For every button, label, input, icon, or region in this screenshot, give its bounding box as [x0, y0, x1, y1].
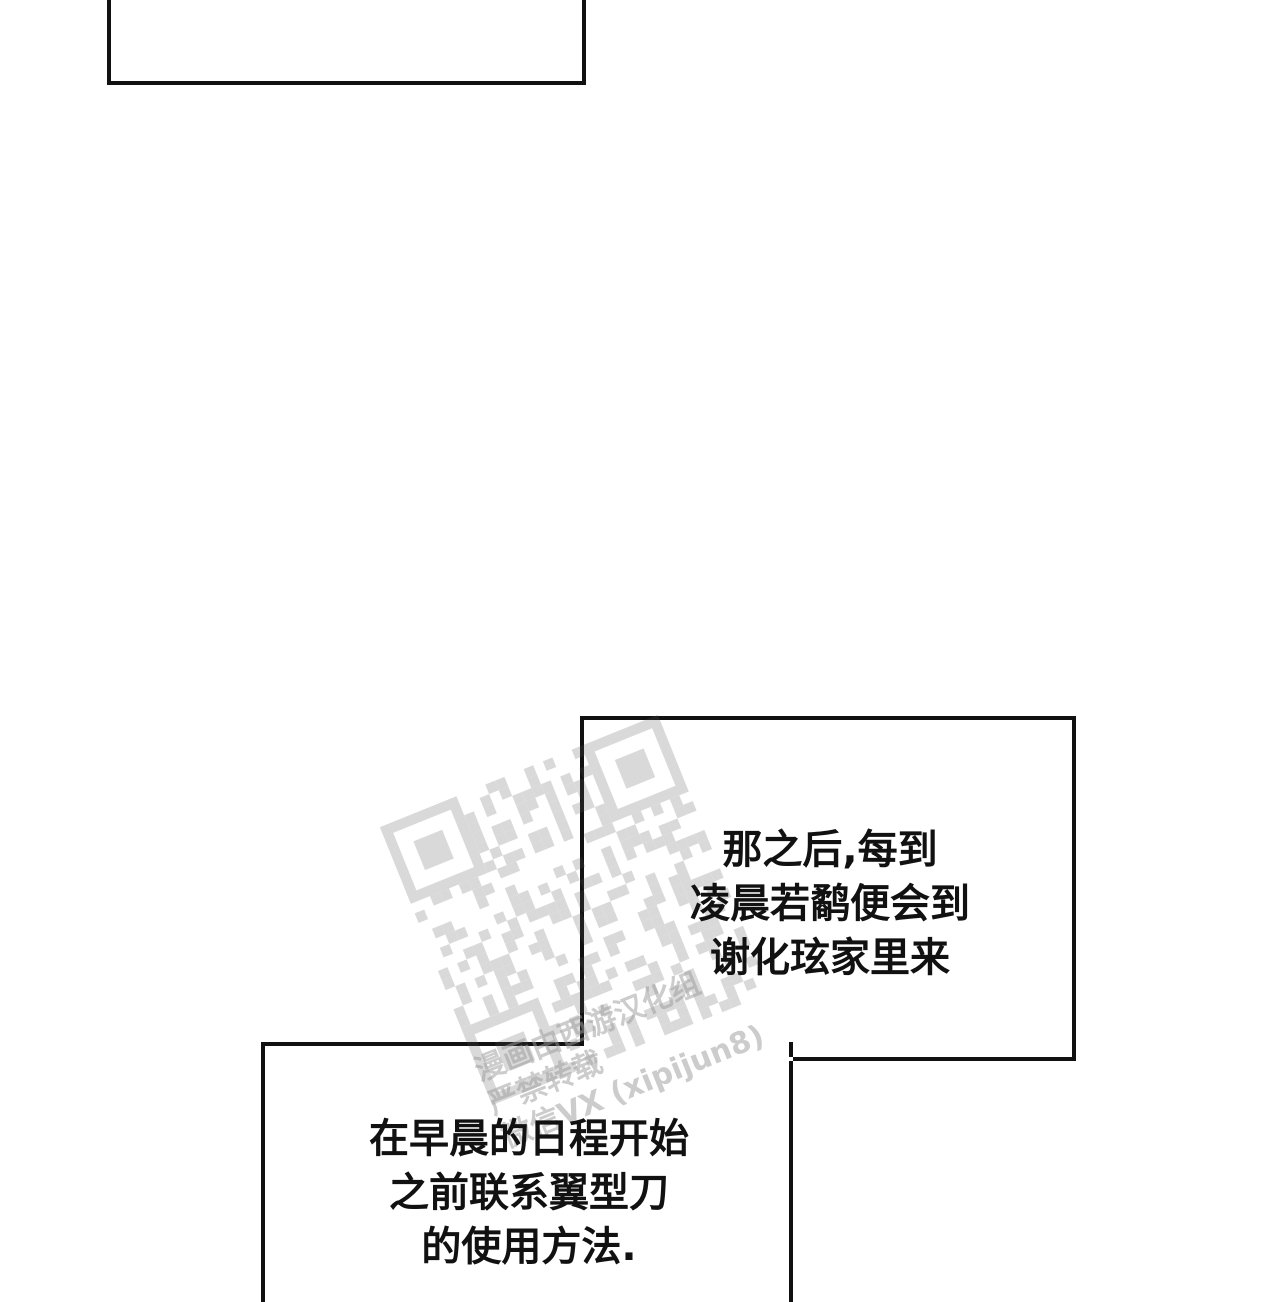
caption-top: 那之后,每到 凌晨若鹬便会到 谢化玹家里来	[584, 823, 1076, 985]
caption-line: 之前联系翼型刀	[389, 1170, 669, 1216]
caption-line: 的使用方法.	[421, 1224, 637, 1270]
caption-box-merge-corner	[789, 1057, 793, 1061]
caption-box-top	[580, 716, 1076, 1061]
caption-line: 那之后,每到	[722, 827, 938, 873]
caption-line: 凌晨若鹬便会到	[690, 881, 970, 927]
caption-box-merge	[584, 1042, 789, 1065]
caption-bottom: 在早晨的日程开始 之前联系翼型刀 的使用方法.	[265, 1112, 793, 1274]
top-panel-frame	[107, 0, 586, 85]
caption-box-bottom	[261, 1042, 793, 1302]
caption-line: 在早晨的日程开始	[369, 1116, 689, 1162]
caption-line: 谢化玹家里来	[710, 935, 950, 981]
qr-code-icon	[379, 714, 759, 1106]
